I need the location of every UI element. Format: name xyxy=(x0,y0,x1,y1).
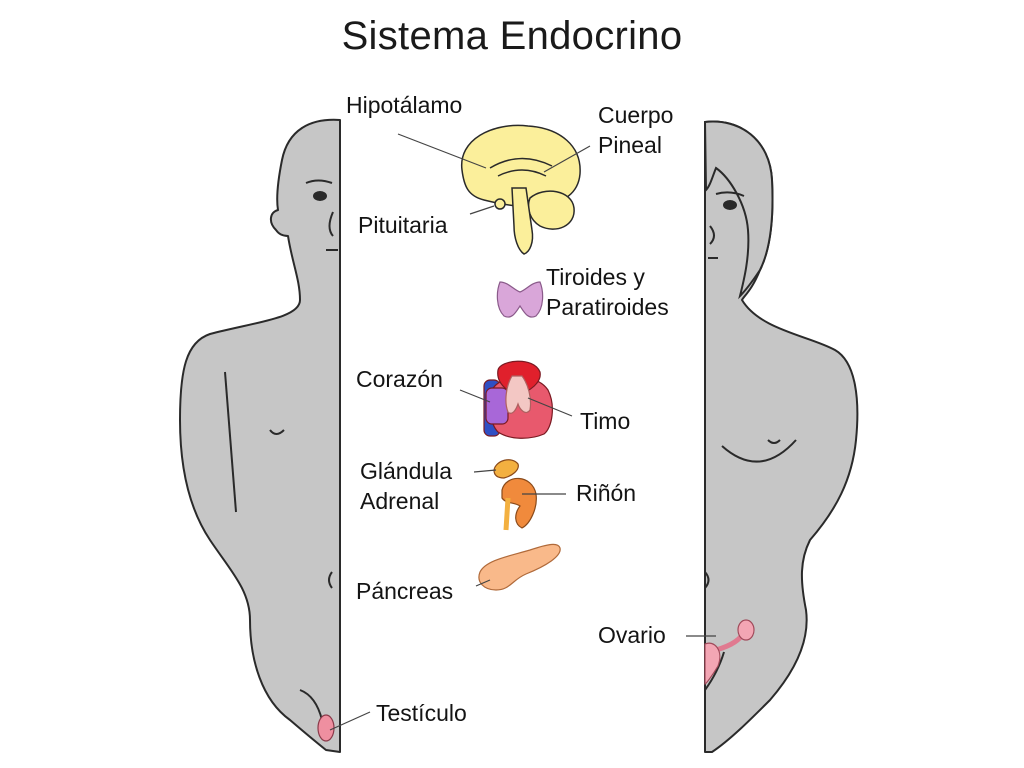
male-eye xyxy=(313,191,327,201)
kidney-organ xyxy=(493,459,537,531)
heart-organ xyxy=(483,360,553,439)
male-body xyxy=(179,118,341,753)
female-face xyxy=(704,191,797,691)
label-ovario: Ovario xyxy=(598,622,666,648)
brain-stem xyxy=(511,187,534,255)
label-tiroides-line2: Paratiroides xyxy=(546,294,669,320)
leader-pancreas xyxy=(475,579,491,587)
leader-corazon xyxy=(459,389,491,403)
label-rinon: Riñón xyxy=(576,480,637,506)
female-nipple xyxy=(767,439,781,444)
label-adrenal-line2: Adrenal xyxy=(360,488,440,514)
label-adrenal: Glándula Adrenal xyxy=(360,456,452,516)
brain-organ xyxy=(461,124,581,255)
page-title: Sistema Endocrino xyxy=(341,14,683,58)
female-hip-line xyxy=(704,651,725,691)
label-timo: Timo xyxy=(580,408,631,434)
male-navel xyxy=(328,571,333,589)
ovary-organ xyxy=(704,619,755,685)
brain-cerebrum xyxy=(461,124,581,208)
male-nipple xyxy=(269,429,285,435)
label-pituitaria: Pituitaria xyxy=(358,212,448,238)
thyroid-organ xyxy=(496,281,544,318)
leader-hipotalamo xyxy=(397,133,487,169)
brain-cerebellum xyxy=(527,190,575,230)
label-pancreas: Páncreas xyxy=(356,578,454,604)
kidney-shape xyxy=(501,477,537,529)
leader-testiculo xyxy=(329,711,371,731)
ovary-shape xyxy=(737,619,755,641)
male-groin-line xyxy=(299,689,323,721)
label-cuerpo-pineal-line1: Cuerpo xyxy=(598,102,674,128)
female-hair xyxy=(703,120,774,300)
heart-atrium xyxy=(485,387,509,425)
label-corazon: Corazón xyxy=(356,366,443,392)
leader-timo xyxy=(527,397,573,417)
female-figure xyxy=(704,120,859,753)
pituitary-gland xyxy=(494,198,506,210)
leader-lines xyxy=(329,133,716,731)
leader-cuerpo-pineal xyxy=(543,145,591,173)
female-breast-line xyxy=(721,439,797,463)
adrenal-gland xyxy=(493,459,519,479)
female-eye xyxy=(723,200,737,210)
brain-inner-fold xyxy=(489,157,553,169)
leader-pituitaria xyxy=(469,205,495,215)
male-nose xyxy=(328,211,334,237)
female-eyebrow xyxy=(715,191,745,197)
label-cuerpo-pineal: Cuerpo Pineal xyxy=(598,100,673,160)
label-testiculo: Testículo xyxy=(376,700,467,726)
female-navel xyxy=(704,571,710,589)
testicle-organ xyxy=(317,714,335,742)
male-arm-line xyxy=(224,371,237,513)
male-figure xyxy=(179,118,341,753)
leader-adrenal xyxy=(473,469,497,473)
label-tiroides-line1: Tiroides y xyxy=(546,264,645,290)
uterus-part xyxy=(704,642,721,685)
brain-corpus xyxy=(497,169,547,177)
ureter xyxy=(503,497,511,531)
label-adrenal-line1: Glándula xyxy=(360,458,453,484)
female-nose xyxy=(709,225,715,245)
label-tiroides: Tiroides y Paratiroides xyxy=(546,262,669,322)
label-cuerpo-pineal-line2: Pineal xyxy=(598,132,662,158)
male-face xyxy=(269,179,338,721)
label-hipotalamo: Hipotálamo xyxy=(346,92,463,118)
male-eyebrow xyxy=(305,179,333,184)
female-body xyxy=(704,120,859,753)
thymus-organ xyxy=(505,375,532,414)
pancreas-organ xyxy=(478,543,561,591)
